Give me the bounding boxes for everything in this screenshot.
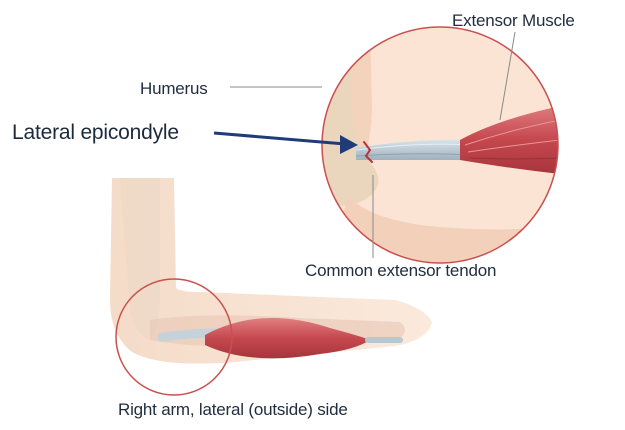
lateral-epicondyle-label: Lateral epicondyle — [12, 121, 179, 145]
common-extensor-tendon-label: Common extensor tendon — [305, 261, 496, 281]
diagram-caption: Right arm, lateral (outside) side — [118, 400, 348, 420]
extensor-muscle-label: Extensor Muscle — [452, 11, 575, 31]
humerus-label: Humerus — [140, 79, 208, 99]
